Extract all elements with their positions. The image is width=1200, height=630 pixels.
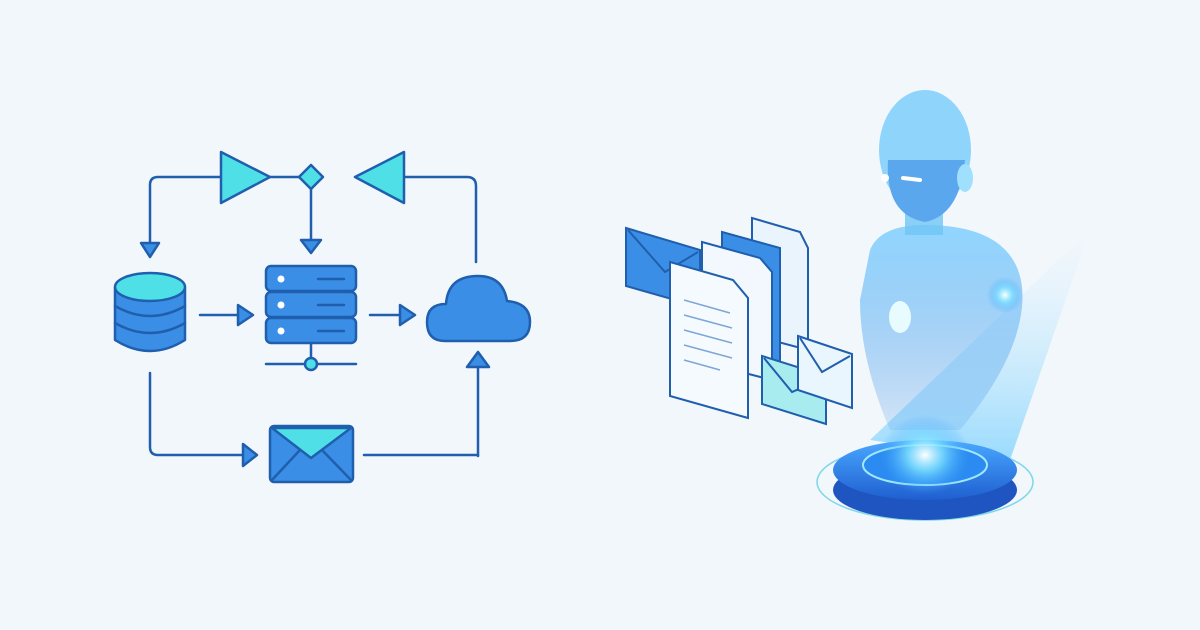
ai-humanoid-illustration xyxy=(625,90,1090,521)
arrow-head xyxy=(398,303,417,327)
database-icon xyxy=(113,271,187,353)
arrow-head xyxy=(139,241,161,259)
envelope-icon xyxy=(268,424,355,484)
triangle-reverse-icon xyxy=(353,150,406,205)
connector-bottom-left xyxy=(148,371,252,457)
documents-stack xyxy=(625,216,853,426)
connector-top-right xyxy=(403,175,478,264)
humanoid-body xyxy=(860,225,1023,430)
connector-top-left xyxy=(148,175,222,246)
arrow-head xyxy=(465,350,491,369)
arrow-head xyxy=(236,303,255,327)
diamond-decision-icon xyxy=(297,163,325,191)
triangle-play-icon xyxy=(219,150,272,205)
arrow-head xyxy=(241,442,259,468)
workflow-diagram xyxy=(113,150,532,484)
server-icon xyxy=(264,264,358,372)
document-icon xyxy=(669,260,749,420)
arrow-head xyxy=(299,238,323,255)
cloud-icon xyxy=(425,274,532,343)
